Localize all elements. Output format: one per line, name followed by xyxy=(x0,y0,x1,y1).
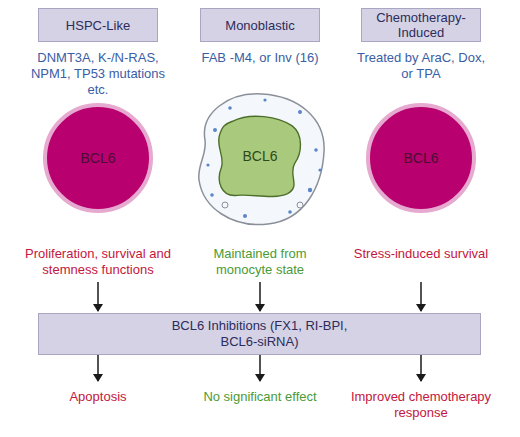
node-text: BCL6 xyxy=(80,150,115,166)
outcome-text: No significant effect xyxy=(190,389,330,405)
subtype-note: DNMT3A, K-/N-RAS, NPM1, TP53 mutations e… xyxy=(28,50,168,98)
category-header: Chemotherapy-Induced xyxy=(361,8,481,42)
inhibition-band: BCL6 Inhibitions (FX1, RI-BPI, BCL6-siRN… xyxy=(38,313,481,355)
node-text: HSPC-Like xyxy=(66,18,130,33)
nucleus-blob: BCL6 xyxy=(214,112,306,200)
node-text: BCL6 xyxy=(242,148,277,164)
nucleus-circle: BCL6 xyxy=(366,103,476,213)
function-note: Proliferation, survival and stemness fun… xyxy=(13,246,183,278)
subtype-note: Treated by AraC, Dox, or TPA xyxy=(351,50,491,82)
node-text: Monoblastic xyxy=(225,18,294,33)
outcome-text: Improved chemotherapy response xyxy=(341,389,501,421)
subtype-note: FAB -M4, or Inv (16) xyxy=(180,50,340,66)
node-text: BCL6 Inhibitions (FX1, RI-BPI, BCL6-siRN… xyxy=(159,318,360,350)
category-header: HSPC-Like xyxy=(38,8,158,42)
category-header: Monoblastic xyxy=(200,8,320,42)
nucleus-circle: BCL6 xyxy=(43,103,153,213)
monocyte-cell xyxy=(199,94,324,225)
blob-shape xyxy=(219,116,301,196)
outcome-text: Apoptosis xyxy=(28,389,168,405)
node-text: Chemotherapy-Induced xyxy=(368,10,474,40)
function-note: Maintained from monocyte state xyxy=(190,246,330,278)
node-text: BCL6 xyxy=(403,150,438,166)
function-note: Stress-induced survival xyxy=(351,246,491,262)
